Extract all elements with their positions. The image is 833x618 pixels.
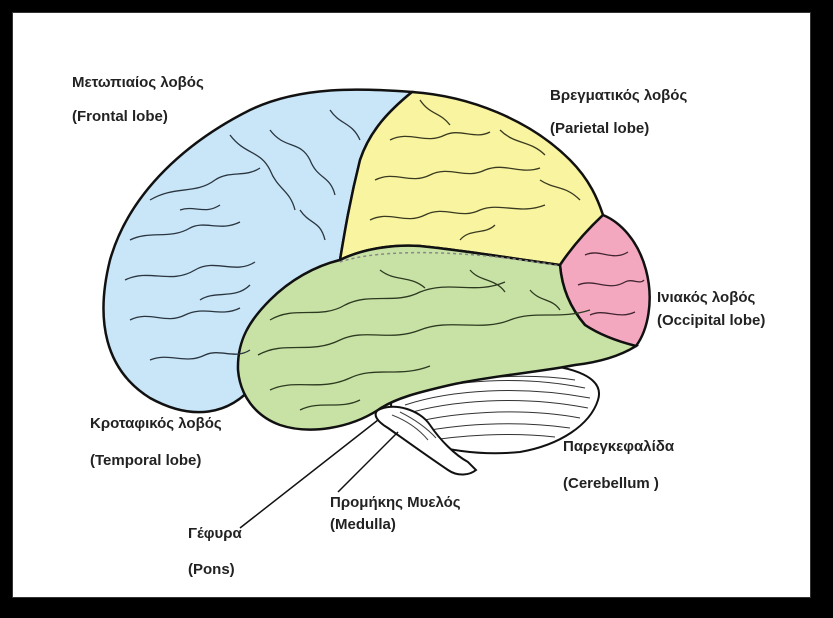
medulla-label-latin: (Medulla): [330, 516, 396, 533]
occipital-label-greek: Ινιακός λοβός: [657, 289, 756, 306]
temporal-gyri: [257, 269, 591, 411]
occipital-gyri: [577, 251, 645, 316]
frontal-label-latin: (Frontal lobe): [72, 108, 168, 125]
parietal-gyri: [369, 99, 581, 241]
pons-leader-line: [239, 419, 379, 529]
frontal-gyri: [124, 109, 361, 361]
pons-label-greek: Γέφυρα: [188, 525, 242, 542]
temporal-label-latin: (Temporal lobe): [90, 452, 202, 469]
occipital-label-latin: (Occipital lobe): [657, 312, 766, 329]
parietal-label-latin: (Parietal lobe): [550, 120, 650, 137]
medulla-leader-line: [337, 431, 399, 493]
brainstem: [374, 405, 478, 476]
cerebellum-label-greek: Παρεγκεφαλίδα: [563, 438, 675, 455]
pons-label-latin: (Pons): [188, 561, 235, 578]
cerebellum-label-latin: (Cerebellum ): [563, 475, 659, 492]
temporal-label-greek: Κροταφικός λοβός: [90, 415, 222, 432]
medulla-label-greek: Προμήκης Μυελός: [330, 494, 461, 511]
frontal-label-greek: Μετωπιαίος λοβός: [72, 74, 204, 91]
parietal-label-greek: Βρεγματικός λοβός: [550, 87, 688, 104]
